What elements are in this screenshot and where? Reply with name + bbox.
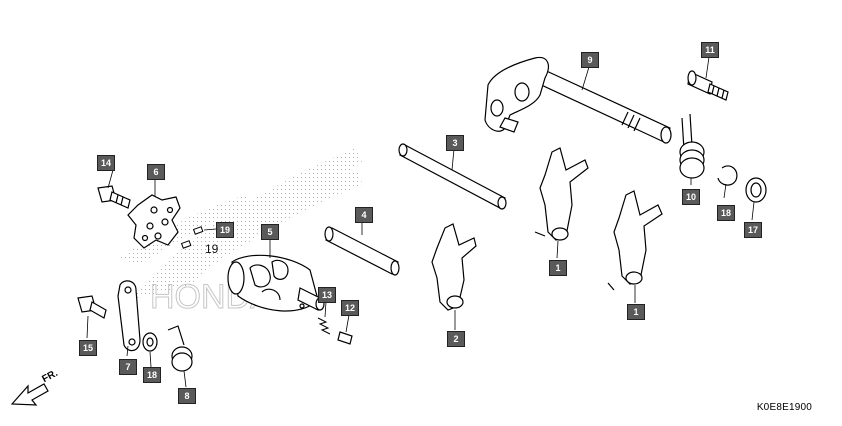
- callout-1-upper: 1: [549, 260, 567, 276]
- callout-5: 5: [261, 224, 279, 240]
- leader-lines: [86, 56, 755, 388]
- stopper-spring-8: [167, 325, 193, 372]
- callout-4: 4: [355, 207, 373, 223]
- callout-3: 3: [446, 135, 464, 151]
- callout-15: 15: [79, 340, 97, 356]
- bolt-11: [687, 70, 729, 101]
- shift-fork-2: [431, 223, 477, 311]
- washer-18: [142, 332, 158, 352]
- shift-drum-5: [227, 254, 325, 312]
- callout-10: 10: [682, 189, 700, 205]
- snap-ring-18: [717, 165, 738, 186]
- callout-1-lower: 1: [627, 304, 645, 320]
- shift-fork-shaft-3: [398, 143, 507, 210]
- shift-fork-1-lower: [607, 190, 663, 291]
- return-spring-10: [679, 113, 705, 179]
- drum-center-plate-6: [127, 194, 181, 249]
- bolt-14: [97, 185, 131, 209]
- callout-9: 9: [581, 52, 599, 68]
- shift-fork-1-upper: [534, 147, 589, 241]
- callout-2: 2: [447, 331, 465, 347]
- stopper-spring-13: [317, 317, 331, 335]
- callout-18-lower: 18: [143, 367, 161, 383]
- diagram-code: K0E8E1900: [756, 402, 812, 413]
- shift-shaft: [484, 56, 672, 144]
- callout-19-box: 19: [216, 222, 234, 238]
- shift-fork-shaft-4: [324, 226, 400, 276]
- callout-6: 6: [147, 164, 165, 180]
- watermark-wing-logo: HONDA: [120, 148, 362, 317]
- callout-14: 14: [97, 155, 115, 171]
- front-direction-arrow-icon: [10, 383, 49, 406]
- stopper-pin-12: [337, 331, 353, 345]
- callout-13: 13: [318, 287, 336, 303]
- callout-11: 11: [701, 42, 719, 58]
- callout-18-upper: 18: [717, 205, 735, 221]
- stopper-arm-7: [117, 280, 141, 352]
- bolt-15: [77, 295, 107, 319]
- callout-8: 8: [178, 388, 196, 404]
- callout-12: 12: [341, 300, 359, 316]
- washer-17: [745, 177, 767, 203]
- callout-19-plain: 19: [205, 242, 219, 256]
- callout-17: 17: [744, 222, 762, 238]
- dowel-pins-19: [180, 226, 204, 249]
- callout-7: 7: [119, 359, 137, 375]
